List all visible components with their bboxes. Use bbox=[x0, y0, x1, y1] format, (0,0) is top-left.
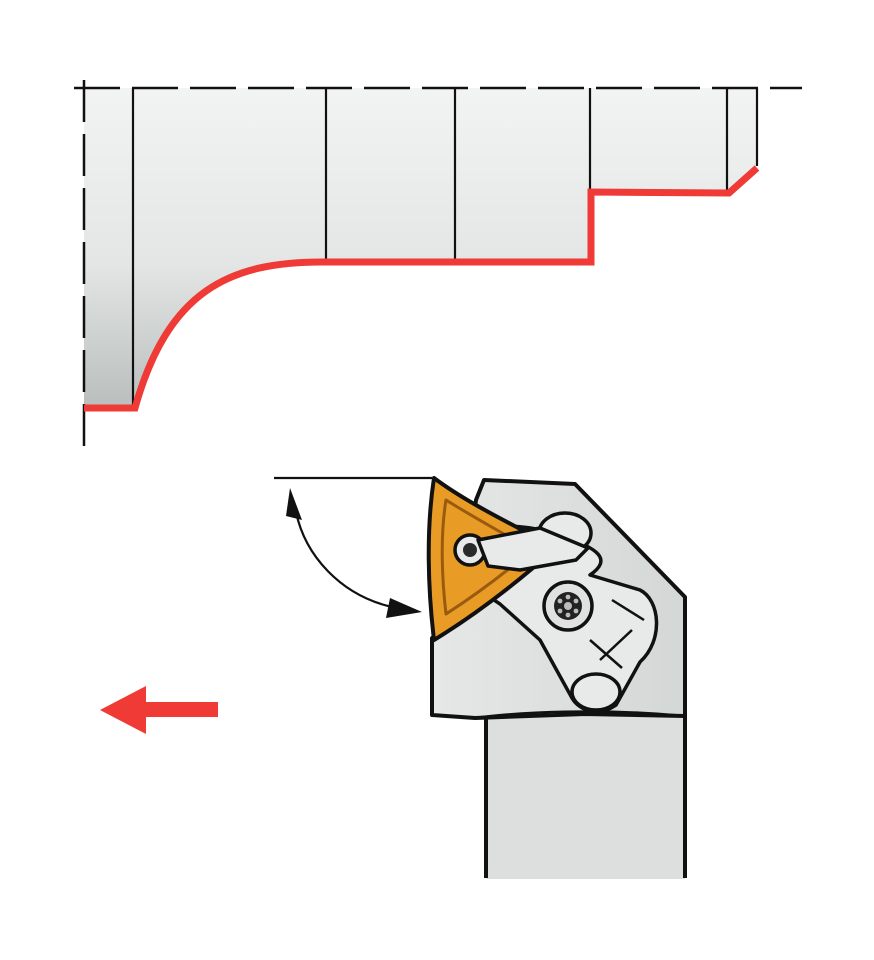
holder-neck-line bbox=[474, 710, 686, 720]
torx-screw-icon bbox=[542, 580, 594, 632]
arrow-left-icon bbox=[100, 686, 218, 734]
clamp-finger bbox=[476, 526, 590, 572]
insert-hole-inner bbox=[463, 543, 477, 557]
holder-shank bbox=[486, 715, 685, 879]
section-lines bbox=[131, 88, 759, 408]
insert-chipbreaker bbox=[440, 498, 534, 616]
angle-arrowhead-top bbox=[286, 488, 302, 520]
workpiece bbox=[74, 80, 802, 452]
clamp-bottom-lobe bbox=[570, 672, 622, 712]
angle-indicator bbox=[274, 476, 432, 618]
double-arrow-arc-icon bbox=[294, 511, 393, 609]
workpiece-body bbox=[84, 88, 800, 408]
tool-holder bbox=[426, 476, 687, 879]
cut-profile bbox=[84, 165, 760, 412]
angle-arrowhead-bottom bbox=[386, 598, 422, 618]
clamp-detail-lines bbox=[589, 598, 645, 669]
